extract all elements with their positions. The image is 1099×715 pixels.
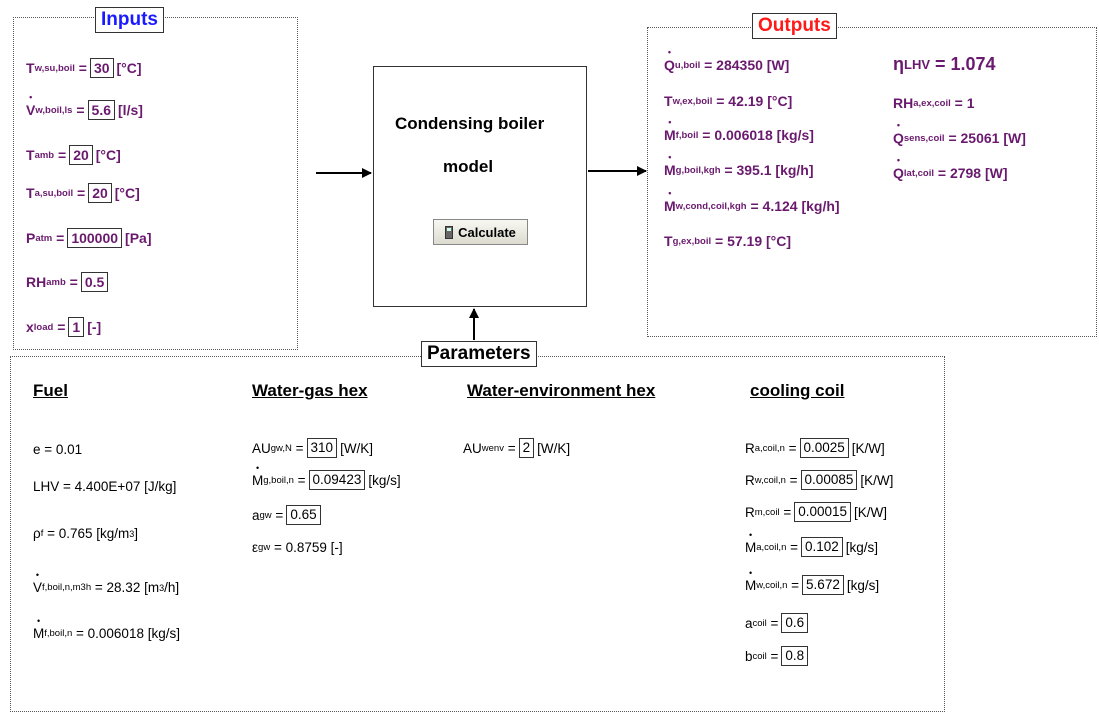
- cc-m-a: Ma,coil,n =0.102[kg/s]: [745, 537, 878, 557]
- outputs-panel: [647, 27, 1097, 337]
- model-title-line1: Condensing boiler: [395, 114, 545, 133]
- r-a-coil-field[interactable]: 0.0025: [799, 438, 849, 458]
- a-gw-field[interactable]: 0.65: [286, 505, 321, 525]
- x-load-field[interactable]: 1: [68, 317, 85, 337]
- fuel-m: Mf,boil,n = 0.006018 [kg/s]: [33, 626, 180, 641]
- output-q-u: Qu,boil = 284350 [W]: [664, 57, 789, 73]
- model-box: Condensing boiler model Calculate: [373, 66, 587, 307]
- output-m-f: Mf,boil = 0.006018 [kg/s]: [664, 127, 814, 143]
- t-amb-field[interactable]: 20: [69, 145, 93, 165]
- m-g-boil-field[interactable]: 0.09423: [308, 470, 366, 490]
- calculator-icon: [445, 225, 454, 239]
- calculate-label: Calculate: [458, 224, 516, 240]
- calculate-button[interactable]: Calculate: [433, 219, 528, 245]
- model-title-line2: model: [443, 157, 494, 176]
- r-w-coil-field[interactable]: 0.00085: [800, 470, 858, 490]
- t-w-su-field[interactable]: 30: [89, 58, 114, 78]
- cc-m-w: Mw,coil,n =5.672[kg/s]: [745, 575, 879, 595]
- m-w-coil-field[interactable]: 5.672: [802, 575, 844, 595]
- au-gw-field[interactable]: 310: [306, 438, 338, 458]
- parameters-title: Parameters: [421, 341, 537, 367]
- output-m-g: Mg,boil,kgh = 395.1 [kg/h]: [664, 162, 814, 178]
- rh-amb-field[interactable]: 0.5: [80, 272, 109, 292]
- a-coil-field[interactable]: 0.6: [781, 613, 809, 633]
- b-coil-field[interactable]: 0.8: [781, 646, 809, 666]
- v-w-field[interactable]: 5.6: [87, 100, 116, 120]
- wg-m-g: Mg,boil,n =0.09423[kg/s]: [252, 470, 401, 490]
- cooling-coil-heading: cooling coil: [750, 381, 845, 400]
- outputs-title: Outputs: [752, 13, 837, 39]
- fuel-e: e = 0.01: [33, 442, 83, 457]
- p-atm-field[interactable]: 100000: [67, 228, 123, 248]
- water-env-heading: Water-environment hex: [467, 381, 656, 400]
- fuel-v: Vf,boil,n,m3h = 28.32 [m3/h]: [33, 580, 179, 595]
- fuel-heading: Fuel: [33, 381, 68, 400]
- inputs-title: Inputs: [95, 7, 164, 33]
- t-a-su-field[interactable]: 20: [88, 183, 112, 203]
- au-wenv-field[interactable]: 2: [518, 438, 535, 458]
- m-a-coil-field[interactable]: 0.102: [801, 537, 843, 557]
- water-gas-heading: Water-gas hex: [252, 381, 368, 400]
- output-m-w-cond: Mw,cond,coil,kgh = 4.124 [kg/h]: [664, 198, 840, 214]
- r-m-coil-field[interactable]: 0.00015: [794, 502, 852, 522]
- fuel-lhv: LHV = 4.400E+07 [J/kg]: [33, 479, 177, 494]
- input-v-w: Vw,boil,ls =5.6[l/s]: [26, 100, 143, 120]
